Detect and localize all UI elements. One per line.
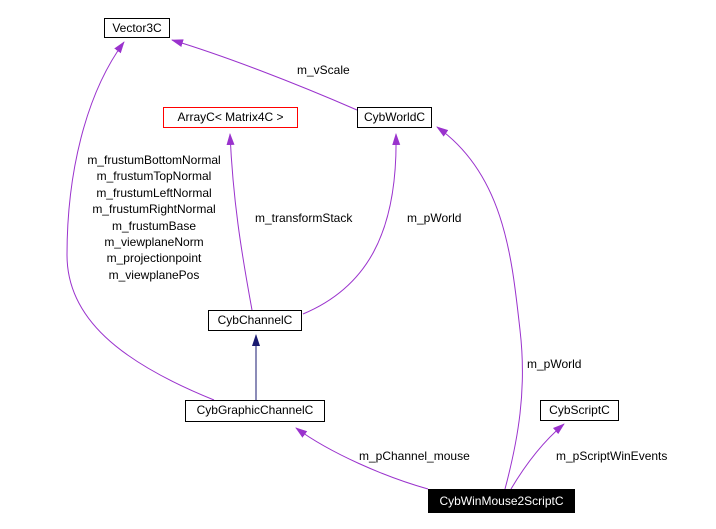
node-cybchannelc[interactable]: CybChannelC — [208, 310, 302, 331]
frustum-line: m_projectionpoint — [106, 251, 202, 266]
edge-label-frustum-members: m_frustumBottomNormal m_frustumTopNormal… — [83, 152, 225, 283]
edge-label-m-transformstack: m_transformStack — [255, 211, 353, 225]
edge-label-m-pchannel-mouse: m_pChannel_mouse — [359, 449, 470, 463]
frustum-line: m_frustumTopNormal — [96, 169, 212, 184]
edge-label-m-pscriptwinevents: m_pScriptWinEvents — [556, 449, 668, 463]
frustum-line: m_frustumLeftNormal — [96, 185, 212, 200]
node-arrayc-matrix4c[interactable]: ArrayC< Matrix4C > — [163, 107, 298, 128]
edge-m-transformstack — [226, 133, 253, 311]
frustum-line: m_frustumBase — [111, 218, 197, 233]
edge-label-m-pworld-channel: m_pWorld — [407, 211, 462, 225]
edge-m-pworld-mouse — [436, 126, 523, 490]
node-vector3c[interactable]: Vector3C — [104, 18, 170, 38]
frustum-line: m_frustumBottomNormal — [87, 153, 221, 167]
node-cybworldc[interactable]: CybWorldC — [357, 107, 432, 128]
edge-label-m-pworld-mouse: m_pWorld — [527, 357, 582, 371]
frustum-line: m_frustumRightNormal — [92, 202, 216, 217]
node-cybwinmouse2scriptc[interactable]: CybWinMouse2ScriptC — [428, 489, 575, 513]
frustum-line: m_viewplaneNorm — [104, 235, 204, 250]
edge-label-m-vscale: m_vScale — [297, 63, 350, 77]
node-cybgraphicchannelc[interactable]: CybGraphicChannelC — [185, 400, 325, 422]
frustum-line: m_viewplanePos — [108, 267, 200, 282]
node-cybscriptc[interactable]: CybScriptC — [540, 400, 619, 421]
